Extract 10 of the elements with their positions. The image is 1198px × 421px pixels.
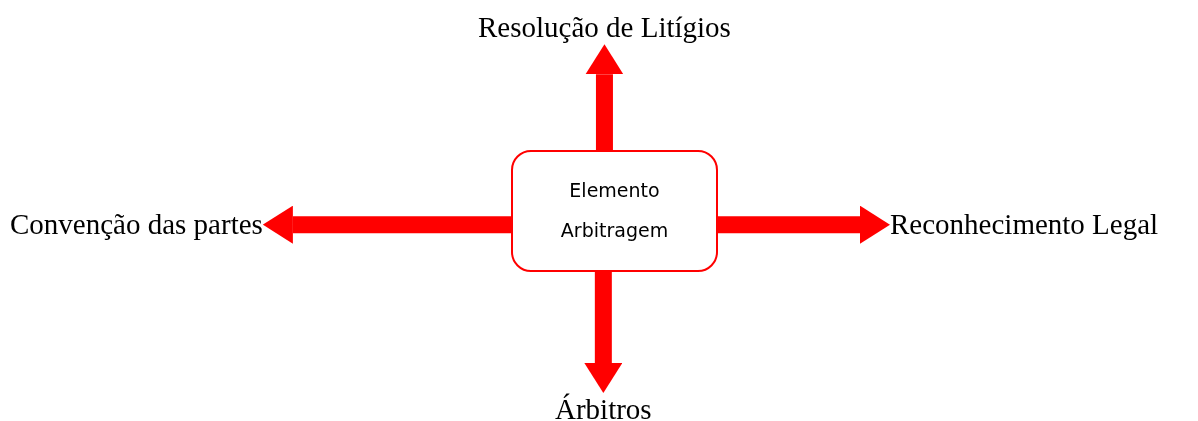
arrow — [584, 272, 623, 393]
box-label: Elemento Arbitragem — [559, 178, 670, 243]
text-label: Árbitros — [555, 393, 652, 421]
arrow — [585, 44, 624, 150]
text-label: Convenção das partes — [10, 208, 263, 242]
arrow — [718, 205, 890, 244]
arrow — [262, 205, 511, 244]
text-label: Resolução de Litígios — [478, 11, 731, 45]
text-label: Reconhecimento Legal — [890, 208, 1159, 242]
rounded-box — [511, 150, 718, 272]
